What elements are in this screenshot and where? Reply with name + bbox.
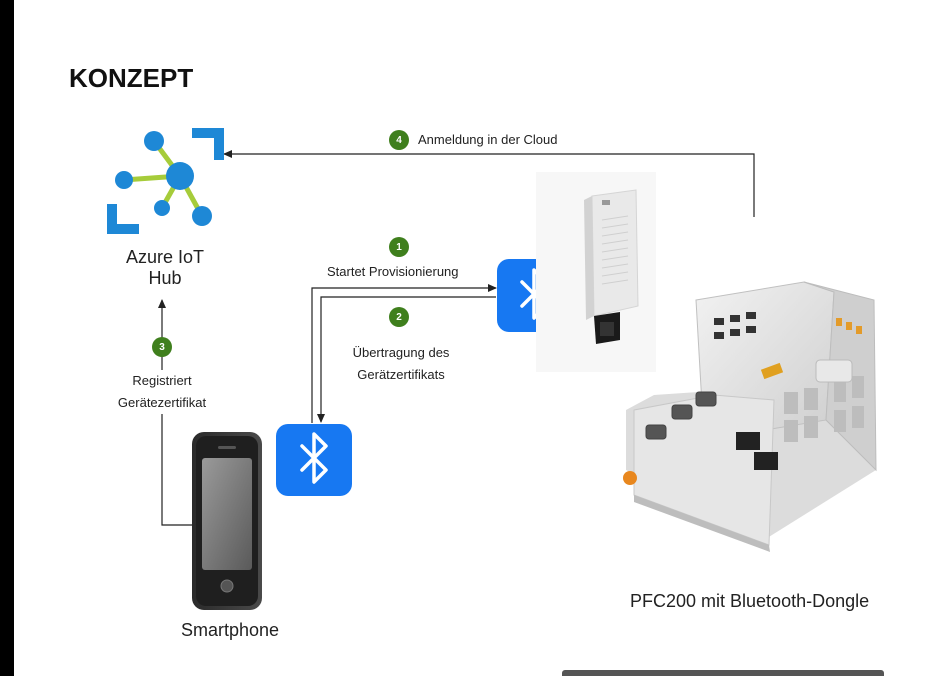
iot-hub-label-line1: Azure IoT: [125, 247, 205, 267]
step-1-label: Startet Provisionierung: [327, 264, 459, 279]
step-2-label-line2: Gerätzertifikats: [357, 367, 445, 382]
step-3-label-line1: Registriert: [132, 373, 192, 388]
diagram-canvas: [107, 128, 877, 610]
arrow-step-2: [317, 296, 496, 423]
smartphone-icon: [192, 432, 262, 610]
bluetooth-dongle-icon: [536, 172, 656, 372]
step-3-badge: 3: [152, 337, 172, 357]
plc-controller-icon: [623, 281, 877, 552]
arrow-step-4: [223, 150, 755, 217]
smartphone-label: Smartphone: [181, 620, 280, 640]
iot-hub-label-line2: Hub: [148, 268, 182, 288]
step-3-label: Registriert Gerätezertifikat: [107, 370, 217, 414]
bluetooth-icon-phone: [276, 424, 352, 496]
slide: KONZEPT Azure IoT Hub Smartphone PFC200 …: [14, 0, 949, 676]
step-3-label-line2: Gerätezertifikat: [117, 395, 207, 410]
azure-iot-hub-icon: [107, 128, 224, 234]
step-4-label: Anmeldung in der Cloud: [418, 132, 558, 147]
iot-hub-label: Azure IoT Hub: [110, 247, 220, 289]
step-2-badge: 2: [389, 307, 409, 327]
bottom-toolbar-edge: [562, 670, 884, 676]
page-title: KONZEPT: [69, 63, 194, 93]
step-1-badge: 1: [389, 237, 409, 257]
step-2-label: Übertragung des Gerätzertifikats: [340, 342, 462, 386]
step-4-badge: 4: [389, 130, 409, 150]
step-2-label-line1: Übertragung des: [352, 345, 450, 360]
pfc-label: PFC200 mit Bluetooth-Dongle: [630, 591, 870, 611]
arrow-step-1: [311, 284, 497, 423]
